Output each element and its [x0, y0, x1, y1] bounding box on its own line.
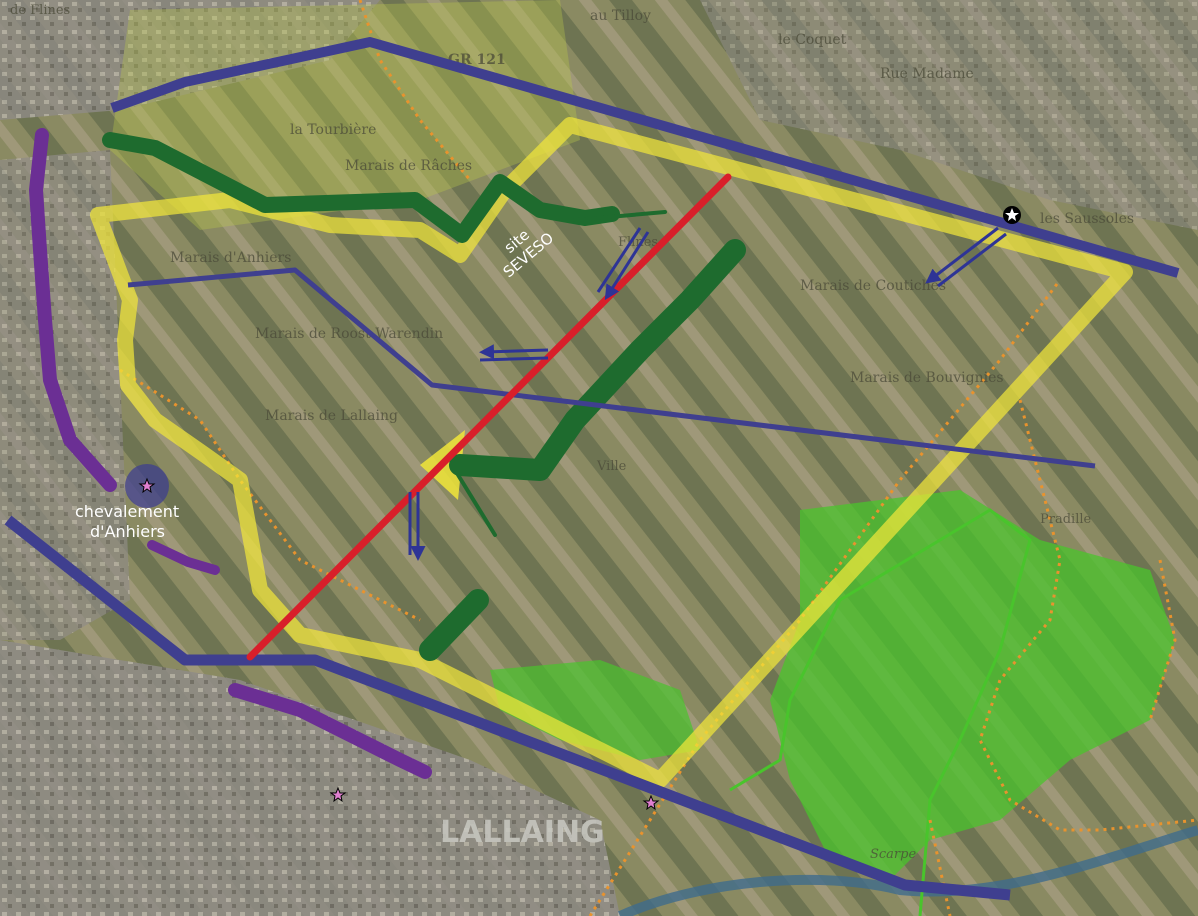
forest-area-small	[490, 660, 700, 760]
green-corridor-center	[449, 239, 746, 481]
label-la-tourbiere: la Tourbière	[290, 122, 376, 138]
label-marais-reches: Marais de Râches	[345, 158, 472, 174]
flow-arrow-east-parallel	[937, 232, 1007, 288]
forest-area	[770, 490, 1175, 880]
label-lallaing-town: LALLAING	[440, 815, 605, 850]
star-icon	[329, 786, 347, 803]
site-marker[interactable]	[1003, 206, 1021, 224]
walking-paths	[119, 0, 1198, 916]
label-marais-warendin: Marais de Roost Warendin	[255, 326, 443, 342]
urban-area-west	[0, 150, 130, 640]
green-corridor-north-tail	[573, 210, 667, 222]
label-rue-madame: Rue Madame	[880, 66, 974, 82]
label-marais-lallaing: Marais de Lallaing	[265, 408, 398, 424]
label-les-saussoles: les Saussoles	[1040, 211, 1134, 227]
star-icon	[1005, 208, 1019, 221]
base-map-labels: de Flines la Tourbière Marais de Râches …	[10, 3, 1134, 862]
label-marais-anhiers: Marais d'Anhiers	[170, 250, 291, 266]
label-marais-coutiches: Marais de Coutiches	[800, 278, 946, 294]
flow-arrow-west	[479, 344, 549, 360]
urban-area-lallaing	[0, 640, 620, 916]
green-corridor-south	[419, 589, 489, 661]
chevalement-marker[interactable]	[138, 477, 156, 494]
town-marker[interactable]	[329, 786, 347, 803]
scarpe-river	[617, 825, 1198, 916]
blue-boundary-middle	[127, 267, 1096, 469]
label-le-coquet: le Coquet	[778, 32, 847, 48]
urban-area-north-west	[0, 0, 380, 120]
label-marais-bouvignies: Marais de Bouvignies	[850, 370, 1004, 386]
green-corridor-north	[102, 132, 620, 243]
chevalement-label: chevalement d'Anhiers	[75, 502, 179, 541]
purple-corridor-west	[29, 128, 117, 492]
urban-area-north-east	[700, 0, 1198, 230]
blue-boundary-north	[110, 37, 1180, 278]
study-zone-outline	[90, 117, 1133, 788]
star-icon	[642, 794, 660, 811]
purple-corridor-chevalement	[147, 540, 220, 575]
green-corridor-center-tail	[453, 468, 497, 537]
flow-arrow-east	[925, 226, 999, 284]
star-icon	[138, 477, 156, 494]
purple-corridor-south	[228, 683, 432, 779]
blue-boundary-south	[4, 515, 1011, 901]
red-fault-line	[246, 173, 732, 661]
flow-arrow-center	[604, 231, 650, 301]
forest-outline	[729, 508, 1032, 916]
chevalement-label-line2: d'Anhiers	[90, 522, 165, 541]
flow-arrow-center-parallel	[596, 227, 642, 293]
chevalement-label-line1: chevalement	[75, 502, 179, 521]
label-scarpe: Scarpe	[870, 847, 916, 862]
label-pradille: Pradille	[1040, 512, 1092, 527]
scarpe-marker[interactable]	[642, 794, 660, 811]
label-ville: Ville	[596, 459, 627, 474]
flow-arrows	[408, 226, 1007, 561]
label-de-flines: de Flines	[10, 3, 70, 18]
label-au-tilloy: au Tilloy	[590, 8, 651, 24]
flow-arrow-west-parallel	[479, 356, 549, 362]
